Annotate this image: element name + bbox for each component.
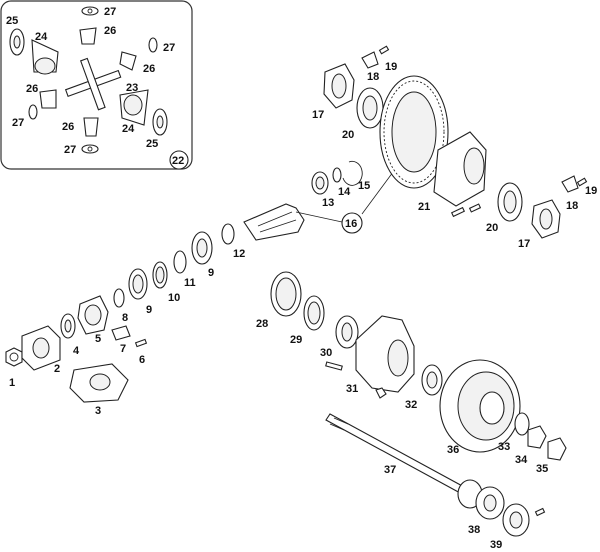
inset-differential-kit: 25 24 27 26 27 26 26 23 27 26 24 25 27 2…	[0, 0, 193, 170]
callout-20b: 20	[486, 222, 498, 234]
callout-24b: 24	[122, 123, 135, 135]
washer-33	[514, 412, 530, 436]
spacer-11	[173, 250, 187, 274]
callout-33: 33	[498, 441, 510, 453]
cage-bolt	[134, 338, 148, 348]
callout-6: 6	[139, 354, 145, 366]
callout-29: 29	[290, 334, 302, 346]
stud-nut	[375, 387, 387, 399]
pinion-nut	[5, 347, 23, 367]
cap-bolt	[534, 507, 546, 517]
callout-9b: 9	[208, 267, 214, 279]
callout-37: 37	[384, 464, 396, 476]
callout-13: 13	[322, 197, 334, 209]
callout-26c: 26	[26, 83, 38, 95]
callout-32: 32	[405, 399, 417, 411]
callout-14: 14	[338, 186, 351, 198]
case-bolt	[450, 206, 466, 218]
washer-27-bottom	[81, 144, 99, 154]
callout-18a: 18	[367, 71, 379, 83]
callout-16: 16	[345, 218, 357, 230]
callout-9a: 9	[146, 304, 152, 316]
lock-clip	[111, 325, 131, 341]
callout-39: 39	[490, 539, 502, 551]
spindle-nut-34	[527, 425, 547, 449]
pinion-gear-bottom	[83, 117, 99, 137]
callout-28: 28	[256, 318, 268, 330]
nut-lock-right	[561, 175, 579, 193]
callout-38: 38	[468, 524, 480, 536]
callout-18b: 18	[566, 200, 578, 212]
callout-27c: 27	[12, 117, 24, 129]
pinion-input-assembly: 1 2 3 4 5 7 6 8 9 10 11 9	[5, 160, 397, 417]
pinion-gear-left	[39, 89, 57, 109]
nut-lock-left	[361, 51, 379, 69]
callout-26d: 26	[62, 121, 74, 133]
callout-17a: 17	[312, 109, 324, 121]
drive-pinion	[243, 203, 305, 241]
callout-7: 7	[120, 343, 126, 355]
spacer-14	[332, 167, 342, 183]
callout-11: 11	[184, 277, 196, 289]
callout-15: 15	[358, 180, 370, 192]
lock-screw-left	[378, 45, 390, 55]
washer-27-top	[81, 6, 99, 16]
callout-25a: 25	[6, 15, 18, 27]
callout-34: 34	[515, 454, 528, 466]
callout-36: 36	[447, 444, 459, 456]
spacer-8	[113, 288, 125, 308]
callout-16-circle	[341, 212, 363, 234]
shim-12	[221, 223, 235, 245]
snap-ring-15	[342, 160, 363, 186]
callout-12: 12	[233, 248, 245, 260]
callout-10: 10	[168, 292, 180, 304]
callout-26b: 26	[143, 63, 155, 75]
callout-17b: 17	[518, 238, 530, 250]
hub-and-axle-assembly: 28 29 30 31 32 36 33 34 35	[256, 271, 567, 551]
callout-20a: 20	[342, 129, 354, 141]
washer-27-right	[148, 37, 158, 53]
callout-3: 3	[95, 405, 101, 417]
callout-24a: 24	[35, 31, 48, 43]
washer-27-left	[28, 104, 38, 120]
callout-21: 21	[418, 201, 430, 213]
callout-5: 5	[95, 333, 101, 345]
callout-19b: 19	[585, 185, 597, 197]
callout-30: 30	[320, 347, 332, 359]
callout-27a: 27	[104, 6, 116, 18]
callout-27b: 27	[163, 42, 175, 54]
callout-2: 2	[54, 363, 60, 375]
callout-22: 22	[172, 155, 184, 167]
ring-and-carrier-assembly: 17 18 19 20 21 20 17 18 19	[312, 45, 597, 250]
callout-8: 8	[122, 312, 128, 324]
callout-4: 4	[73, 345, 80, 357]
callout-27d: 27	[64, 144, 76, 156]
callout-1: 1	[9, 377, 15, 389]
pinion-gear-right	[119, 51, 137, 71]
callout-22-circle	[169, 150, 189, 170]
pinion-gear-top	[79, 27, 97, 45]
wheel-stud	[325, 361, 343, 371]
callout-25b: 25	[146, 138, 158, 150]
callout-31: 31	[346, 383, 358, 395]
callout-26a: 26	[104, 25, 116, 37]
callout-23: 23	[126, 82, 138, 94]
callout-35: 35	[536, 463, 548, 475]
jam-nut-35	[547, 437, 567, 461]
callout-19a: 19	[385, 61, 397, 73]
lock-screw-right	[576, 177, 588, 187]
